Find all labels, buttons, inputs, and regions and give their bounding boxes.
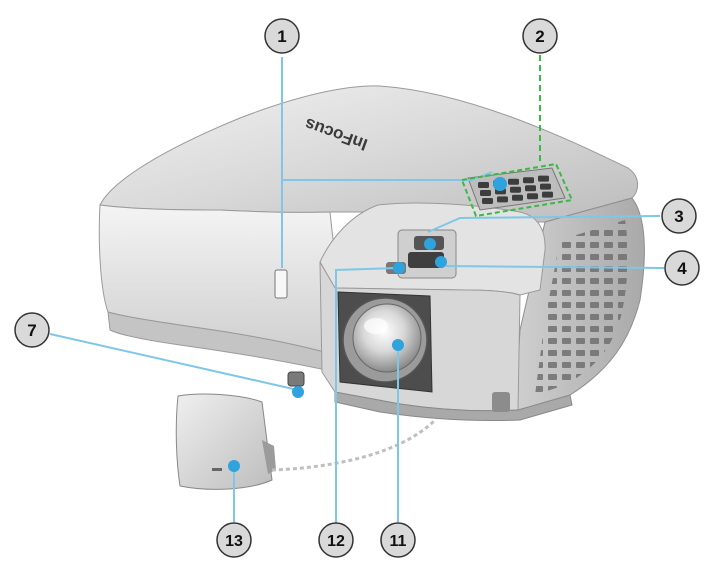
top-face	[100, 86, 638, 222]
svg-text:12: 12	[327, 533, 345, 550]
highlight-dot-focus	[424, 238, 436, 250]
keypad-key	[523, 177, 534, 183]
highlight-dot-lens	[392, 339, 404, 351]
keypad-key	[510, 187, 521, 193]
keypad-key	[542, 192, 553, 198]
highlight-dot-foot	[292, 386, 304, 398]
keypad-key	[525, 185, 536, 191]
keypad-key	[497, 196, 508, 202]
keypad-key	[540, 184, 551, 190]
callout-4: 4	[665, 251, 699, 285]
callout-13: 13	[217, 523, 251, 557]
keypad-key	[480, 190, 491, 196]
highlight-dot-cover	[228, 460, 240, 472]
keypad-key	[482, 198, 493, 204]
callout-3: 3	[662, 199, 696, 233]
svg-text:11: 11	[390, 533, 407, 550]
svg-text:1: 1	[277, 27, 286, 46]
callout-2: 2	[523, 19, 557, 53]
svg-text:3: 3	[674, 207, 683, 226]
lens-glare	[364, 318, 388, 334]
projection-lens	[353, 304, 421, 372]
highlight-dot-shift	[393, 262, 405, 274]
ir-receiver	[275, 270, 287, 298]
callout-12: 12	[319, 523, 353, 557]
svg-text:4: 4	[677, 259, 687, 278]
callout-7: 7	[15, 313, 49, 347]
lens-cover-strap	[272, 420, 435, 470]
callout-1: 1	[265, 19, 299, 53]
keypad-key	[527, 193, 538, 199]
highlight-dot-zoom	[435, 256, 447, 268]
keypad-key	[512, 195, 523, 201]
svg-text:13: 13	[225, 533, 243, 550]
svg-text:2: 2	[535, 27, 544, 46]
rear-foot	[492, 392, 510, 412]
lens-cover-body	[176, 394, 272, 489]
keypad-key	[478, 182, 489, 188]
keypad-key	[538, 176, 549, 182]
keypad-key	[508, 179, 519, 185]
projector-body: InFocus	[99, 86, 644, 421]
svg-text:7: 7	[27, 321, 36, 340]
callout-11: 11	[381, 523, 415, 557]
highlight-dot-keypad	[493, 177, 507, 191]
lens-cover-mark	[212, 468, 222, 471]
tilt-foot	[288, 372, 304, 386]
